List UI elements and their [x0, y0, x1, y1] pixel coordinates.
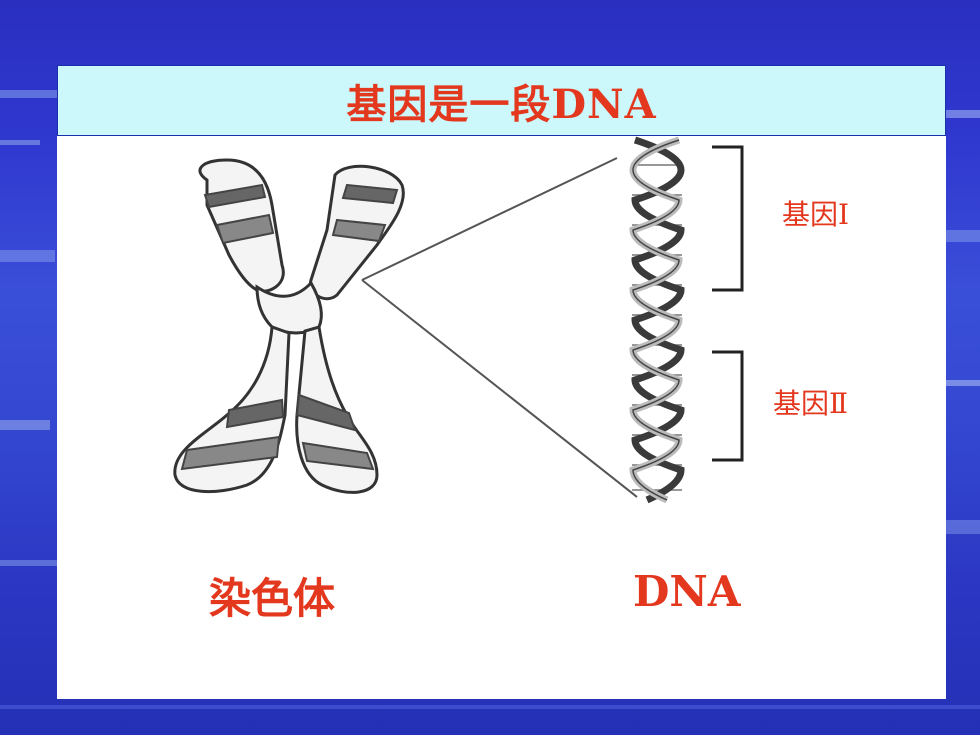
gene-dna-diagram — [173, 136, 744, 504]
slide-panel: 基因是一段DNA — [57, 65, 946, 699]
projection-lines — [361, 157, 638, 498]
dna-label: DNA — [633, 567, 741, 616]
gene-2-label: 基因Ⅱ — [773, 387, 849, 420]
gene-2-bracket — [712, 350, 744, 462]
gene-1-bracket — [712, 145, 744, 292]
chromosome-label: 染色体 — [209, 574, 336, 623]
dna-helix-illustration — [629, 136, 685, 504]
title-bar: 基因是一段DNA — [57, 65, 946, 136]
chromosome-illustration — [173, 158, 405, 494]
gene-1-label: 基因Ⅰ — [782, 198, 850, 231]
slide-title: 基因是一段DNA — [346, 80, 657, 128]
